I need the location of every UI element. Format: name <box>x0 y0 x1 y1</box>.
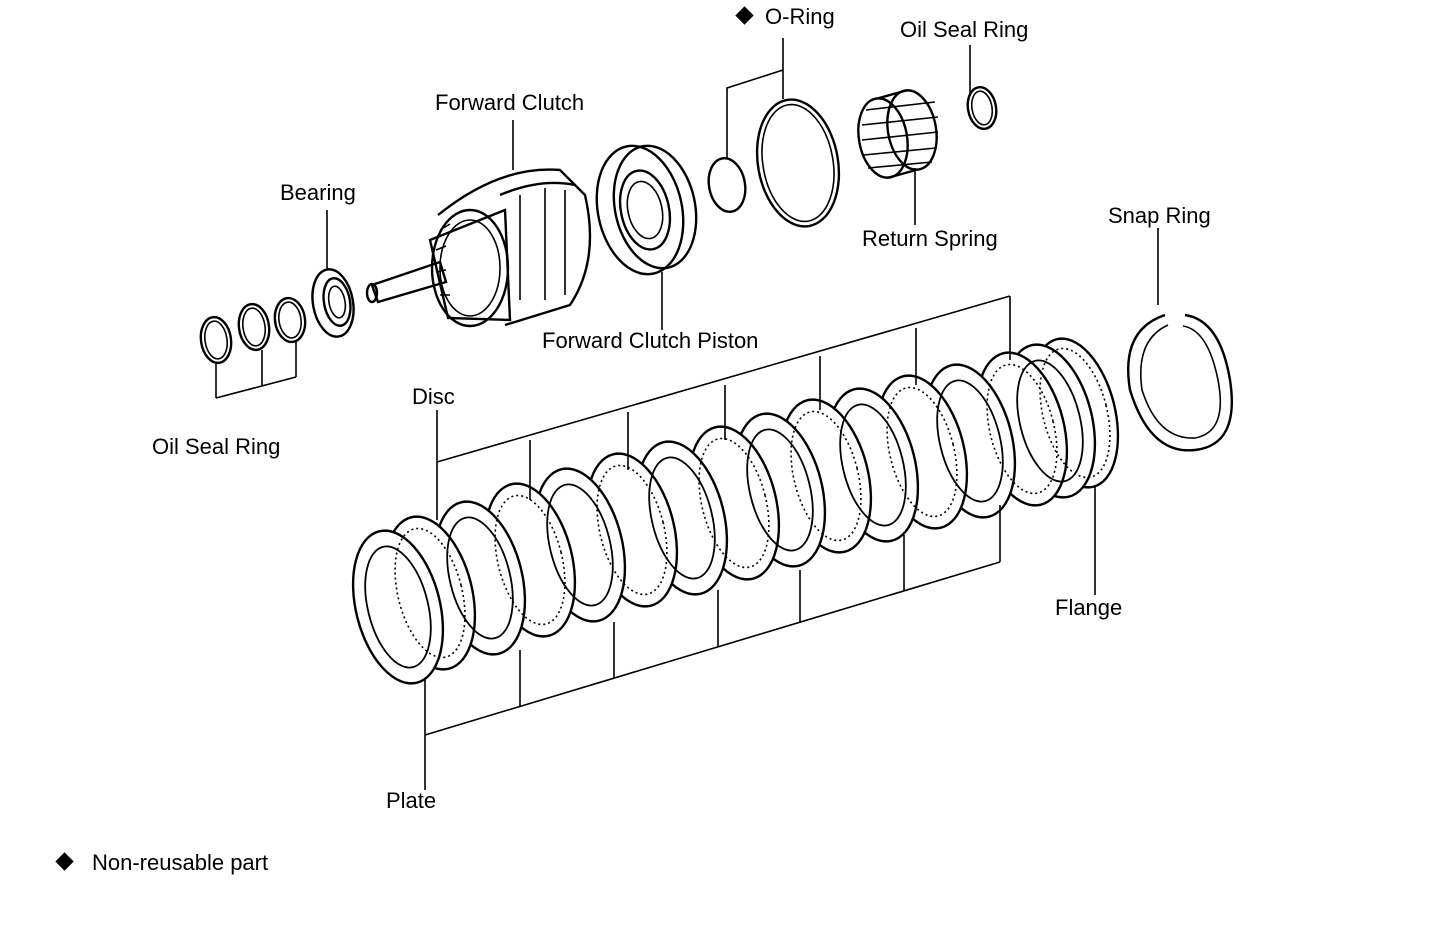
bearing-label: Bearing <box>280 180 356 205</box>
plate-leaders <box>424 505 1001 790</box>
forward-clutch-piston-label: Forward Clutch Piston <box>542 328 759 353</box>
snap-ring-label: Snap Ring <box>1108 203 1211 228</box>
plate-label: Plate <box>386 788 437 813</box>
disc-label: Disc <box>412 384 455 409</box>
oil-seal-ring-top-label: Oil Seal Ring <box>900 17 1029 42</box>
oil-seal-ring-top <box>966 45 998 131</box>
forward-clutch-drum <box>365 120 592 328</box>
snap-ring-part <box>1127 228 1234 452</box>
bearing-part <box>311 210 355 338</box>
forward-clutch-piston-part <box>595 144 698 330</box>
o-rings <box>707 38 841 228</box>
flange-label: Flange <box>1055 595 1123 620</box>
disc-leaders <box>436 295 1011 520</box>
legend-text: Non-reusable part <box>92 850 269 875</box>
return-spring-part <box>857 88 939 225</box>
forward-clutch-label: Forward Clutch <box>435 90 585 115</box>
clutch-pack <box>351 337 1120 685</box>
oil-seal-rings-left <box>199 296 307 399</box>
oil-seal-ring-left-label: Oil Seal Ring <box>152 434 281 459</box>
return-spring-label: Return Spring <box>862 226 998 251</box>
o-ring-label: O-Ring <box>765 4 835 29</box>
